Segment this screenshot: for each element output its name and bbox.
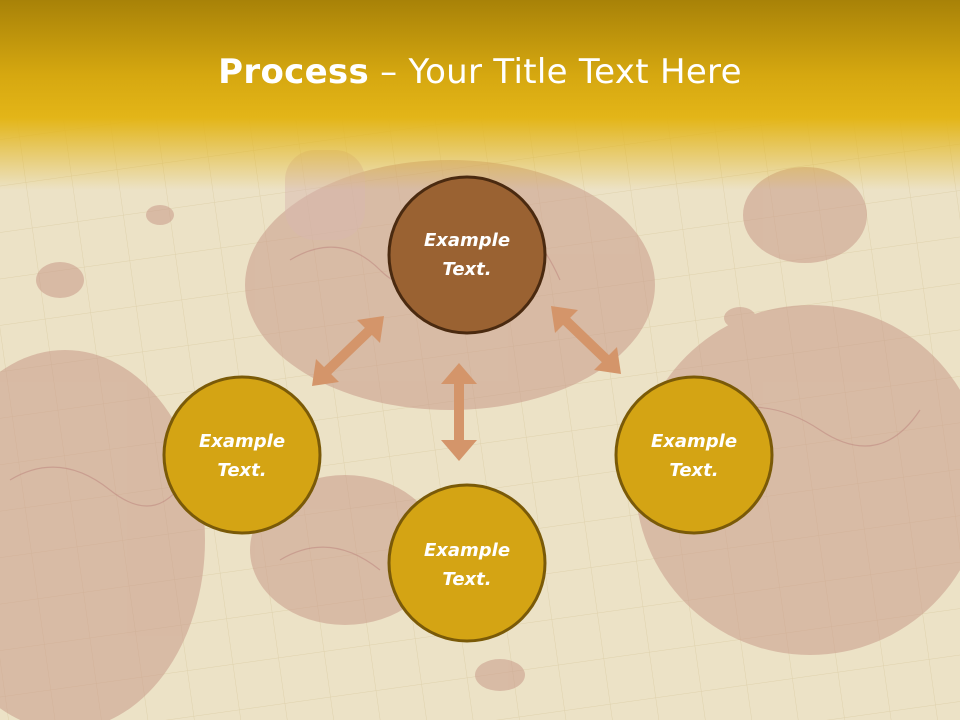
- node-top: Example Text.: [387, 175, 547, 335]
- arrow-top-right: [551, 306, 621, 374]
- node-circle: [162, 375, 322, 535]
- title-bold: Process: [218, 52, 370, 92]
- connector-arrows: [312, 306, 621, 461]
- arrow-top-left: [312, 316, 384, 386]
- node-label-line2: Text.: [669, 460, 718, 481]
- node-label-line2: Text.: [442, 569, 491, 590]
- title-rest: Your Title Text Here: [408, 52, 742, 92]
- node-label-line1: Example: [424, 540, 510, 561]
- slide-title: Process – Your Title Text Here: [0, 52, 960, 92]
- node-right: Example Text.: [614, 375, 774, 535]
- node-left: Example Text.: [162, 375, 322, 535]
- arrow-vertical: [441, 363, 477, 461]
- title-band: [0, 0, 960, 190]
- node-label-line1: Example: [424, 230, 510, 251]
- node-circle: [614, 375, 774, 535]
- node-label-line2: Text.: [217, 460, 266, 481]
- node-circle: [387, 483, 547, 643]
- node-circle: [387, 175, 547, 335]
- title-dash: –: [369, 52, 409, 92]
- node-bottom: Example Text.: [387, 483, 547, 643]
- node-label-line1: Example: [651, 431, 737, 452]
- node-label-line2: Text.: [442, 259, 491, 280]
- node-label-line1: Example: [199, 431, 285, 452]
